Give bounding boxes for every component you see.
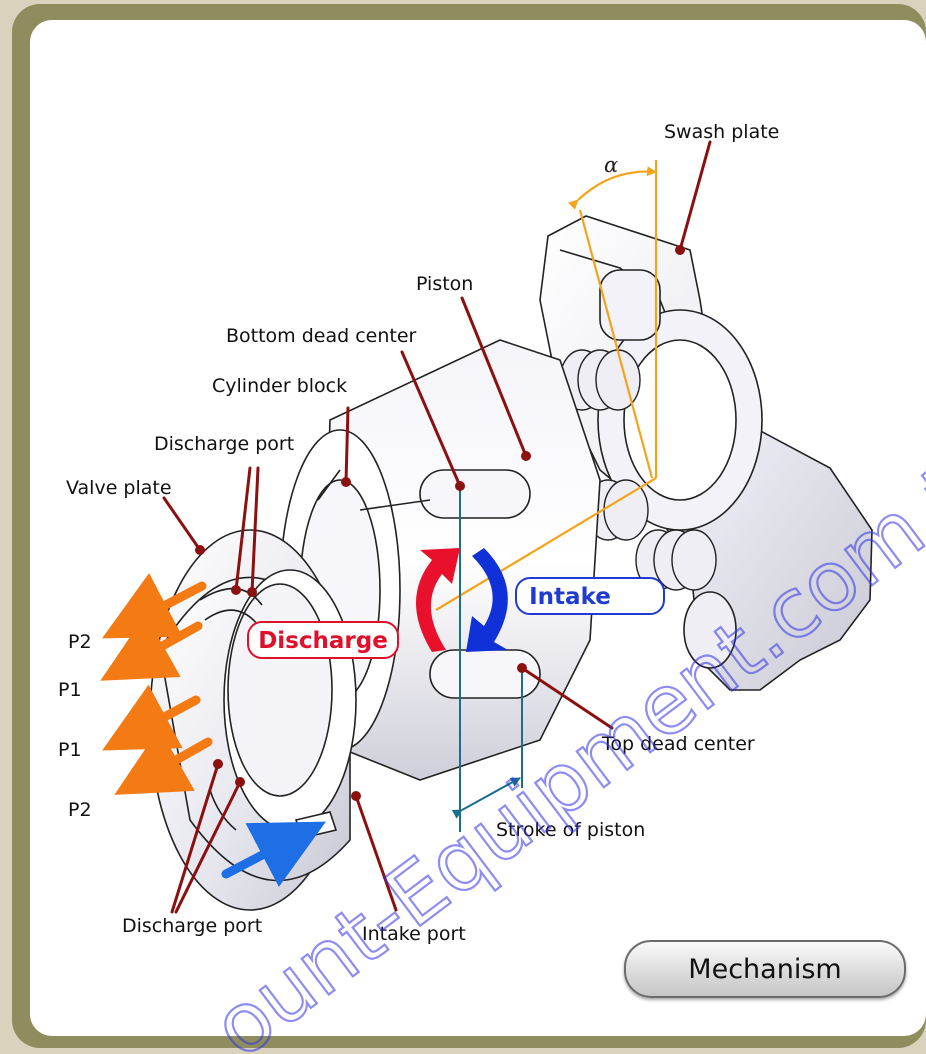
intake-tag-label: Intake bbox=[529, 584, 611, 610]
label-p2-bottom: P2 bbox=[68, 799, 92, 821]
mechanism-button[interactable]: Mechanism bbox=[624, 940, 906, 998]
discharge-tag-label: Discharge bbox=[258, 628, 388, 654]
label-swash-plate: Swash plate bbox=[664, 121, 779, 143]
label-discharge-port-bottom: Discharge port bbox=[122, 915, 262, 937]
label-discharge-port-top: Discharge port bbox=[154, 433, 294, 455]
label-p2-top: P2 bbox=[68, 631, 92, 653]
label-valve-plate: Valve plate bbox=[66, 477, 172, 499]
label-p1-top: P1 bbox=[58, 679, 82, 701]
label-bottom-dead-center: Bottom dead center bbox=[226, 325, 417, 347]
label-p1-bottom: P1 bbox=[58, 739, 82, 761]
label-cylinder-block: Cylinder block bbox=[212, 375, 347, 397]
discharge-tag: Discharge bbox=[248, 622, 398, 658]
label-alpha: α bbox=[604, 153, 618, 177]
intake-tag: Intake bbox=[516, 578, 664, 614]
label-piston: Piston bbox=[416, 273, 473, 295]
